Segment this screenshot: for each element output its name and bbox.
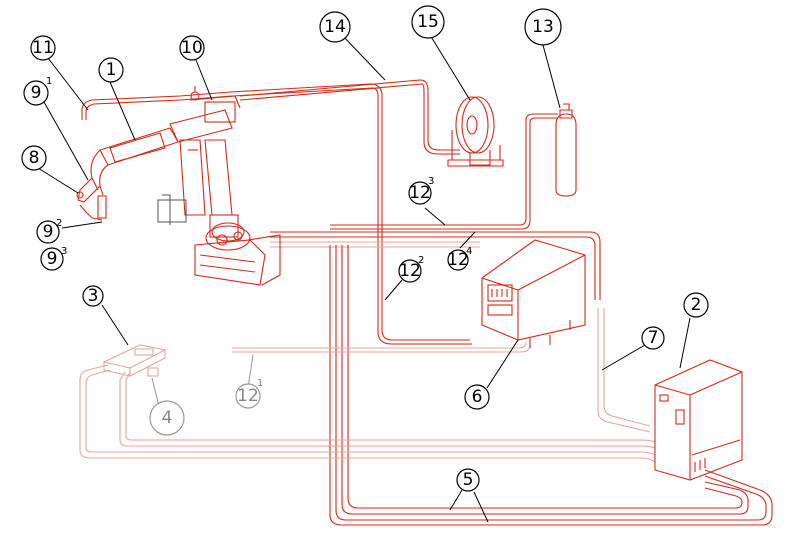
callout-9-1: 9 1 bbox=[23, 76, 52, 106]
callout-12-4: 12 4 bbox=[447, 246, 472, 271]
gas-cylinder bbox=[555, 103, 577, 197]
svg-text:6: 6 bbox=[472, 387, 483, 407]
svg-text:12: 12 bbox=[409, 183, 431, 203]
callout-12-3: 12 3 bbox=[408, 176, 434, 205]
callout-7: 7 bbox=[641, 326, 665, 350]
callout-12-2: 12 2 bbox=[398, 255, 424, 283]
svg-text:12: 12 bbox=[237, 386, 259, 406]
cable-bundle-to-controller bbox=[270, 231, 773, 526]
controller-cabinet bbox=[654, 359, 743, 481]
svg-text:2: 2 bbox=[56, 218, 62, 229]
svg-text:12: 12 bbox=[447, 250, 469, 270]
power-source bbox=[481, 239, 586, 348]
svg-text:4: 4 bbox=[162, 408, 173, 428]
callout-6: 6 bbox=[464, 384, 490, 410]
callout-11: 11 bbox=[30, 35, 56, 61]
callout-4: 4 bbox=[149, 400, 185, 436]
svg-text:9: 9 bbox=[43, 222, 54, 242]
svg-text:3: 3 bbox=[61, 246, 67, 257]
leader-lines bbox=[37, 34, 691, 523]
svg-text:12: 12 bbox=[399, 261, 421, 281]
robot-arm bbox=[76, 86, 281, 286]
svg-text:7: 7 bbox=[648, 328, 659, 348]
svg-text:1: 1 bbox=[106, 60, 117, 80]
svg-text:1: 1 bbox=[257, 378, 263, 389]
callout-3: 3 bbox=[82, 285, 104, 307]
svg-text:14: 14 bbox=[324, 17, 346, 37]
callout-8: 8 bbox=[21, 145, 47, 171]
wire-spool bbox=[447, 96, 504, 167]
callout-1: 1 bbox=[98, 57, 124, 83]
svg-text:13: 13 bbox=[532, 17, 554, 37]
callout-9-3: 9 3 bbox=[40, 246, 67, 271]
svg-text:15: 15 bbox=[417, 12, 439, 32]
svg-text:1: 1 bbox=[46, 76, 52, 87]
callout-10: 10 bbox=[179, 35, 205, 61]
svg-text:5: 5 bbox=[463, 470, 474, 490]
svg-text:9: 9 bbox=[47, 249, 58, 269]
svg-text:2: 2 bbox=[418, 255, 424, 266]
callout-13: 13 bbox=[524, 8, 562, 46]
callout-5: 5 bbox=[456, 468, 480, 492]
svg-text:3: 3 bbox=[428, 176, 434, 187]
callout-2: 2 bbox=[683, 292, 709, 318]
svg-text:4: 4 bbox=[466, 246, 472, 257]
svg-text:11: 11 bbox=[32, 38, 54, 58]
teach-pendant bbox=[103, 344, 166, 377]
callout-9-2: 9 2 bbox=[36, 218, 62, 244]
svg-text:9: 9 bbox=[31, 83, 42, 103]
callout-12-1: 12 1 bbox=[235, 378, 263, 409]
svg-text:2: 2 bbox=[691, 295, 702, 315]
cable-pendant-to-controller bbox=[79, 308, 656, 463]
cable-bundle-main bbox=[81, 79, 558, 345]
svg-text:3: 3 bbox=[88, 286, 99, 306]
svg-text:8: 8 bbox=[29, 148, 40, 168]
svg-text:10: 10 bbox=[181, 38, 203, 58]
callout-14: 14 bbox=[319, 11, 351, 43]
callout-15: 15 bbox=[411, 5, 445, 39]
